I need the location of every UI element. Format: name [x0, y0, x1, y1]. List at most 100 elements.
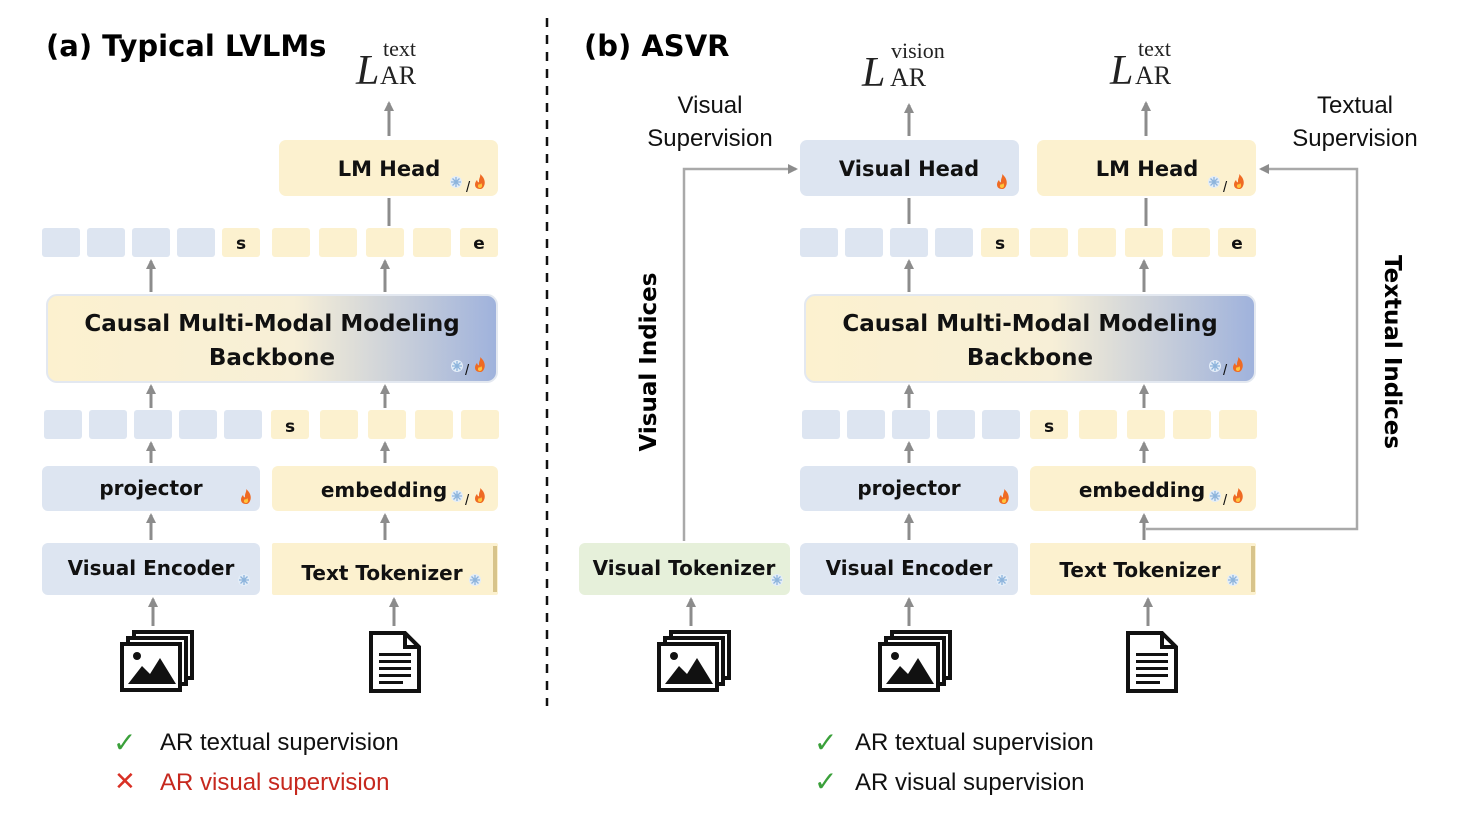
panel-a-title: (a) Typical LVLMs — [46, 29, 326, 63]
panel-a-input-tokens: s — [44, 410, 499, 439]
text-token — [1173, 410, 1211, 439]
text-token — [415, 410, 453, 439]
legend-item-label: AR visual supervision — [160, 769, 389, 796]
visual-supervision-label: Visual — [678, 92, 743, 119]
backbone-label-line1: Causal Multi-Modal Modeling — [84, 311, 459, 337]
visual-indices-path — [682, 164, 798, 541]
slash-glyph: / — [465, 492, 470, 509]
panel-b-lm-head: LM Head / — [1037, 140, 1256, 196]
text-token — [1172, 228, 1210, 257]
end-token — [1218, 228, 1256, 257]
visual-token — [937, 410, 975, 439]
projector-label: projector — [857, 476, 960, 500]
visual-token — [802, 410, 840, 439]
panel-a: (a) Typical LVLMs L text AR LM Head / s — [42, 29, 499, 797]
backbone-label-line2: Backbone — [967, 345, 1093, 371]
visual-token — [89, 410, 127, 439]
legend-item-label: AR textual supervision — [855, 729, 1094, 756]
end-token — [460, 228, 498, 257]
image-stack-icon — [657, 630, 731, 692]
panel-a-output-tokens: s e — [42, 228, 498, 257]
start-token-label: s — [285, 417, 295, 437]
panel-a-loss-text: L text AR — [355, 36, 417, 94]
visual-token — [847, 410, 885, 439]
visual-token — [982, 410, 1020, 439]
panel-a-legend: ✓ AR textual supervision ✕ AR visual sup… — [113, 726, 399, 797]
visual-token — [224, 410, 262, 439]
visual-tokenizer-label: Visual Tokenizer — [593, 556, 776, 580]
check-mark-icon: ✓ — [113, 726, 136, 759]
snowflake-icon — [1208, 489, 1222, 503]
slash-glyph: / — [1223, 179, 1228, 196]
snowflake-icon — [995, 573, 1009, 587]
lm-head-label: LM Head — [1096, 157, 1199, 181]
legend-item-label: AR visual supervision — [855, 769, 1084, 796]
slash-glyph: / — [466, 179, 471, 196]
cross-mark-icon: ✕ — [114, 767, 136, 797]
visual-token — [132, 228, 170, 257]
text-token — [1079, 410, 1117, 439]
text-token — [413, 228, 451, 257]
snowflake-icon — [449, 175, 463, 189]
panel-b-title: (b) ASVR — [584, 29, 729, 63]
panel-b-output-tokens: s e — [800, 228, 1256, 257]
visual-indices-label: Visual Indices — [636, 273, 662, 452]
document-icon — [369, 631, 421, 693]
text-token — [461, 410, 499, 439]
snowflake-icon — [1208, 359, 1222, 373]
text-tokenizer-label: Text Tokenizer — [301, 561, 462, 585]
embedding-label: embedding — [321, 478, 447, 502]
check-mark-icon: ✓ — [814, 726, 837, 759]
visual-token — [44, 410, 82, 439]
lm-head-label: LM Head — [338, 157, 441, 181]
start-token-label: s — [1044, 417, 1054, 437]
text-token — [1125, 228, 1163, 257]
text-token — [1078, 228, 1116, 257]
visual-token — [890, 228, 928, 257]
textual-supervision-label: Supervision — [1292, 125, 1417, 152]
panel-b-visual-head: Visual Head — [800, 140, 1019, 196]
visual-token — [177, 228, 215, 257]
panel-b-visual-encoder: Visual Encoder — [800, 543, 1018, 595]
textual-indices-path — [1146, 164, 1359, 531]
text-token — [320, 410, 358, 439]
visual-token — [892, 410, 930, 439]
embedding-label: embedding — [1079, 478, 1205, 502]
panel-a-projector: projector — [42, 466, 260, 511]
document-icon — [1126, 631, 1178, 693]
visual-supervision-label: Supervision — [647, 125, 772, 152]
panel-b-loss-text: L text AR — [1109, 36, 1172, 94]
start-token-label: s — [236, 234, 246, 254]
image-stack-icon — [120, 630, 194, 692]
panel-b: (b) ASVR L vision AR L text AR Visual Su… — [579, 29, 1418, 798]
legend-item-label: AR textual supervision — [160, 729, 399, 756]
panel-b-backbone: Causal Multi-Modal Modeling Backbone / — [804, 294, 1256, 383]
snowflake-icon — [450, 359, 464, 373]
visual-token — [845, 228, 883, 257]
panel-b-visual-tokenizer: Visual Tokenizer — [579, 543, 790, 595]
start-token — [981, 228, 1019, 257]
start-token-label: s — [995, 234, 1005, 254]
text-token — [1219, 410, 1257, 439]
visual-token — [134, 410, 172, 439]
panel-b-legend: ✓ AR textual supervision ✓ AR visual sup… — [814, 726, 1094, 798]
loss-symbol: L — [1109, 48, 1133, 94]
loss-sup: vision — [891, 38, 945, 63]
projector-label: projector — [99, 476, 202, 500]
panel-b-embedding: embedding / — [1030, 466, 1256, 511]
end-token-label: e — [1231, 234, 1243, 254]
snowflake-icon — [1207, 175, 1221, 189]
snowflake-icon — [237, 573, 251, 587]
textual-supervision-label: Textual — [1317, 92, 1393, 119]
loss-sup: text — [383, 36, 416, 61]
visual-token — [87, 228, 125, 257]
start-token — [271, 410, 309, 439]
slash-glyph: / — [465, 362, 470, 379]
loss-symbol: L — [355, 48, 379, 94]
text-token — [272, 228, 310, 257]
text-token — [368, 410, 406, 439]
visual-encoder-label: Visual Encoder — [68, 556, 235, 580]
snowflake-icon — [468, 573, 482, 587]
visual-encoder-label: Visual Encoder — [826, 556, 993, 580]
